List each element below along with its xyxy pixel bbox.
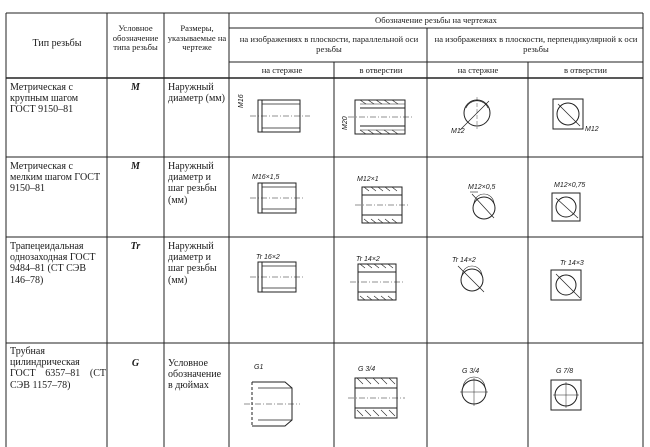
- row-2-label-rod-par: M16×1,5: [252, 174, 280, 181]
- header-type-symbol: Условное обозначение типа резьбы: [112, 23, 159, 53]
- row-1-symbol: M: [131, 82, 140, 93]
- rod-perp-drawing-3: [457, 265, 485, 293]
- row-1-label-rod-par: M16: [238, 94, 245, 108]
- header-sizes: Размеры, указываемые на чертеже: [167, 23, 227, 53]
- row-1-type: Метрическая с крупным шагом ГОСТ 9150–81: [10, 82, 79, 116]
- header-parallel: на изображениях в плоскости, параллельно…: [239, 34, 419, 54]
- row-3-label-hole-perp: Tr 14×3: [560, 260, 584, 267]
- header-perpendicular: на изображениях в плоскости, перпендикул…: [434, 34, 638, 54]
- hole-perp-drawing-2: [551, 192, 581, 222]
- hole-parallel-drawing-1: [348, 99, 412, 135]
- row-2-symbol: M: [131, 161, 140, 172]
- row-4-label-hole-par: G 3/4: [358, 366, 376, 373]
- row-2-label-rod-perp: M12×0,5: [468, 184, 496, 191]
- header-designation: Обозначение резьбы на чертежах: [375, 15, 497, 25]
- rod-perp-drawing-1: [459, 97, 491, 131]
- row-4-sizes: Условное обозначение в дюймах: [168, 358, 222, 392]
- hole-perp-drawing-3: [550, 269, 582, 301]
- row-1-sizes: Наружный диаметр (мм): [168, 82, 225, 105]
- row-3-type: Трапецеидальная однозаходная ГОСТ 9484–8…: [10, 241, 96, 286]
- rod-parallel-drawing-1: [250, 99, 310, 133]
- header-hole-2: в отверстии: [563, 65, 608, 75]
- row-2-label-hole-perp: M12×0,75: [554, 182, 586, 189]
- hole-perp-drawing-4: [550, 379, 582, 411]
- row-3-label-hole-par: Tr 14×2: [356, 256, 380, 263]
- rod-parallel-drawing-2: [250, 182, 305, 214]
- row-4-label-rod-par: G1: [254, 364, 264, 371]
- header-thread-type: Тип резьбы: [32, 38, 82, 49]
- row-3-label-rod-par: Tr 16×2: [256, 254, 280, 261]
- row-1-label-hole-perp: M12: [585, 126, 599, 133]
- row-4-label-hole-perp: G 7/8: [556, 368, 574, 375]
- row-2-label-hole-par: M12×1: [357, 176, 379, 183]
- rod-perp-drawing-4: [460, 376, 488, 406]
- rod-perp-drawing-2: [470, 191, 496, 220]
- hole-parallel-drawing-4: [348, 377, 405, 419]
- row-4-symbol: G: [131, 358, 140, 369]
- header-rod-1: на стержне: [261, 65, 303, 75]
- row-3-symbol: Tr: [130, 241, 141, 252]
- row-1-label-rod-perp: M12: [451, 128, 465, 135]
- header-hole-1: в отверстии: [359, 65, 403, 75]
- rod-parallel-drawing-3: [250, 261, 305, 293]
- row-1-label-hole-par: M20: [342, 116, 349, 130]
- row-2-sizes: Наружный диаметр и шаг резьбы (мм): [168, 161, 217, 206]
- hole-parallel-drawing-2: [355, 186, 410, 224]
- rod-parallel-drawing-4: [244, 381, 300, 427]
- row-4-type: Трубная цилиндрическая ГОСТ 6357–81 (СТ …: [10, 346, 106, 391]
- row-2-type: Метрическая с мелким шагом ГОСТ 9150–81: [10, 161, 101, 195]
- hole-parallel-drawing-3: [350, 263, 404, 301]
- row-4-label-rod-perp: G 3/4: [462, 368, 480, 375]
- row-3-sizes: Наружный диаметр и шаг резьбы (мм): [168, 241, 217, 286]
- hole-perp-drawing-1: [552, 98, 584, 130]
- row-3-label-rod-perp: Tr 14×2: [452, 257, 476, 264]
- header-rod-2: на стержне: [457, 65, 499, 75]
